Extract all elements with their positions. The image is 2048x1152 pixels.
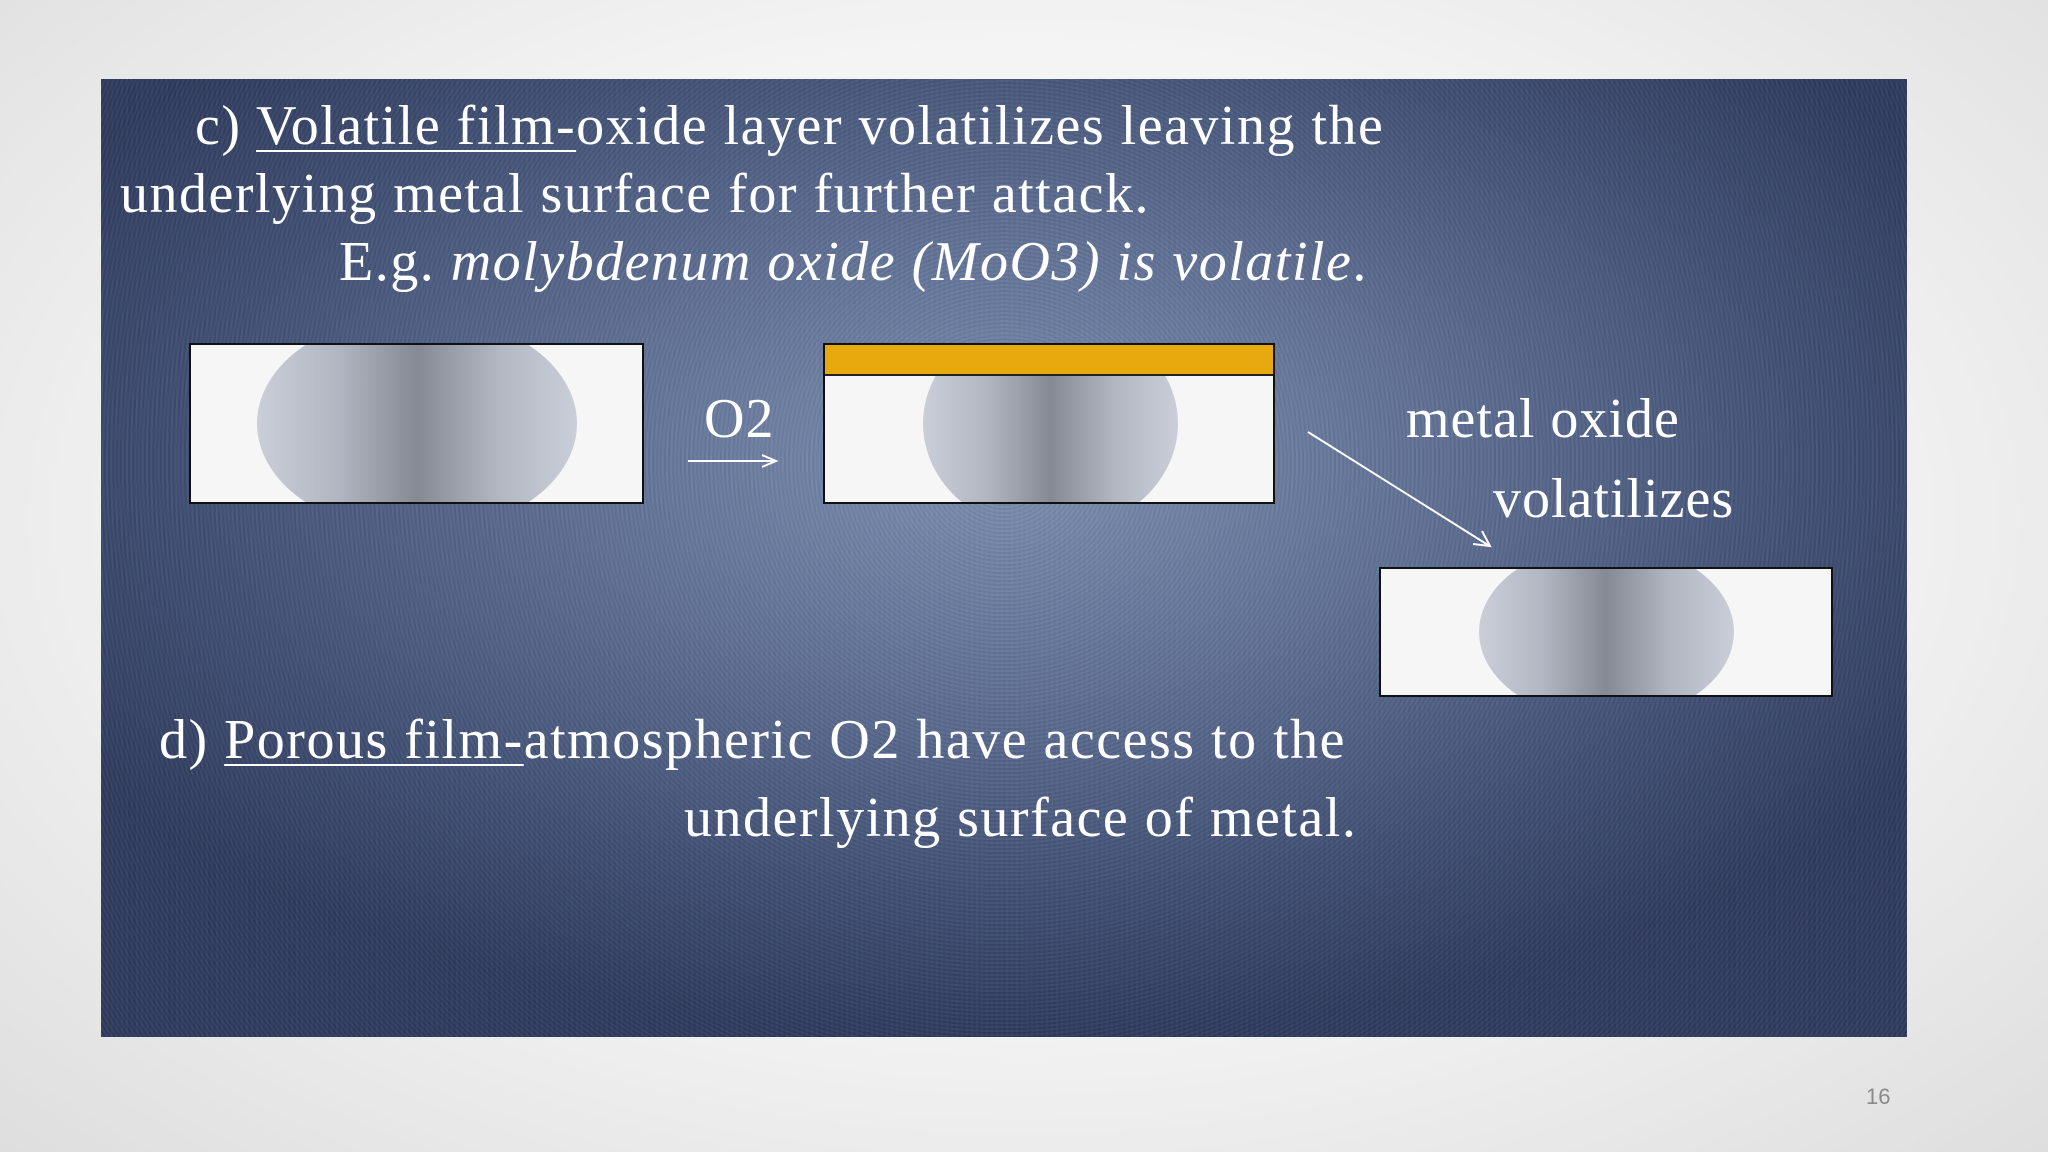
section-c-line2: underlying metal surface for further att… (120, 163, 1151, 225)
diagonal-arrow-icon (1307, 431, 1492, 548)
metal-block-before (189, 343, 644, 504)
caption-line2: volatilizes (1493, 468, 1735, 530)
section-c-line1: c) Volatile film-oxide layer volatilizes… (195, 98, 1384, 154)
section-d-line1: d) Porous film-atmospheric O2 have acces… (159, 712, 1346, 768)
section-d-line2: underlying surface of metal. (684, 787, 1358, 849)
example-text: molybdenum oxide (MoO3) is volatile (450, 231, 1353, 293)
example-prefix: E.g. (339, 231, 436, 293)
page-number: 16 (1866, 1084, 1891, 1109)
section-d-term: Porous film- (224, 709, 524, 771)
slide: c) Volatile film-oxide layer volatilizes… (101, 79, 1907, 1037)
right-arrow-icon (688, 454, 779, 468)
section-c-rest: oxide layer volatilizes leaving the (576, 95, 1385, 157)
oxygen-label: O2 (704, 388, 775, 450)
metal-shading (257, 345, 577, 502)
section-c-marker: c) (195, 95, 242, 157)
metal-block-with-oxide (823, 343, 1275, 504)
oxide-layer (825, 345, 1273, 376)
example-end: . (1352, 231, 1368, 293)
section-c-example: E.g. molybdenum oxide (MoO3) is volatile… (339, 234, 1368, 290)
metal-block-after (1379, 567, 1833, 697)
caption-line1: metal oxide (1406, 388, 1680, 450)
section-d-rest: atmospheric O2 have access to the (523, 709, 1347, 771)
metal-shading (1479, 569, 1734, 695)
section-c-term: Volatile film- (256, 95, 577, 157)
section-d-marker: d) (159, 709, 209, 771)
